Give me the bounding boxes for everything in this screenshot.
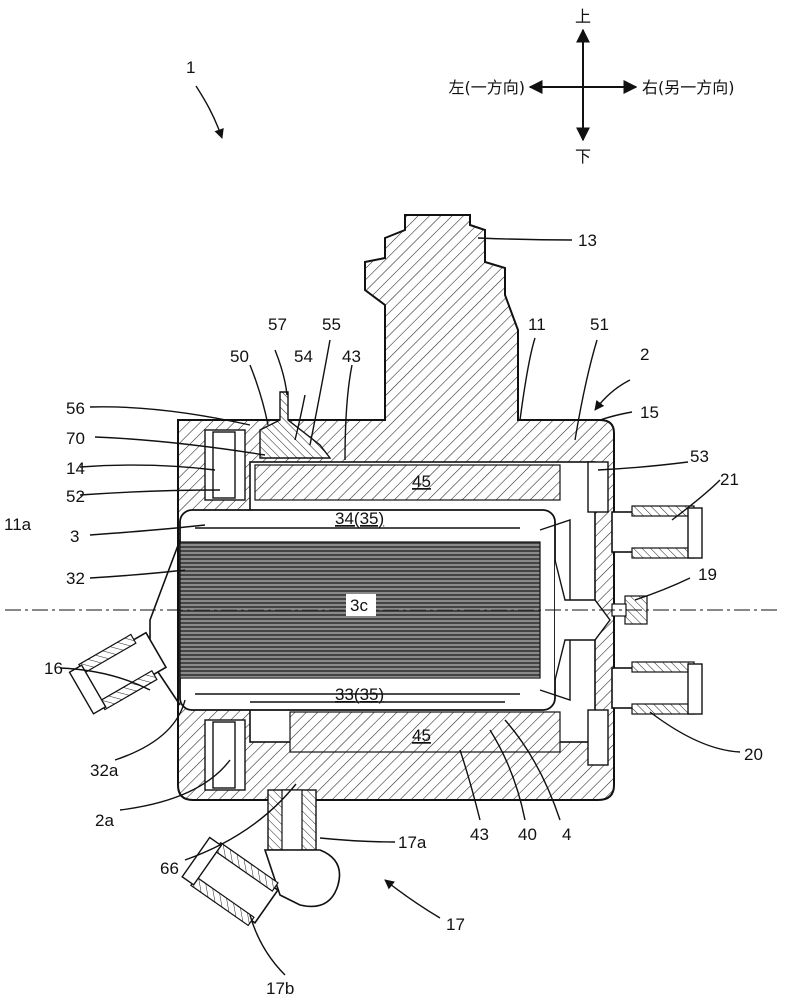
reference-labels: 13 11 51 2 15 53 21 19 20 57 55 50 54 43… <box>4 231 763 998</box>
direction-right-label: 右(另一方向) <box>642 78 735 97</box>
label-14: 14 <box>66 459 85 478</box>
label-40: 40 <box>518 825 537 844</box>
label-34: 34(35) <box>335 509 384 528</box>
label-11a: 11a <box>4 515 32 534</box>
label-2a: 2a <box>95 811 114 830</box>
label-13: 13 <box>578 231 597 250</box>
direction-left-label: 左(一方向) <box>449 78 526 97</box>
label-33: 33(35) <box>335 685 384 704</box>
label-66: 66 <box>160 859 179 878</box>
housing-11 <box>177 214 615 801</box>
label-15: 15 <box>640 403 659 422</box>
label-11: 11 <box>528 315 546 334</box>
label-45-bottom: 45 <box>412 726 431 745</box>
label-45-top: 45 <box>412 472 431 491</box>
direction-indicator: 上 下 左(一方向) 右(另一方向) <box>449 7 735 166</box>
label-21: 21 <box>720 470 739 489</box>
label-17: 17 <box>446 915 465 934</box>
label-43-top: 43 <box>342 347 361 366</box>
label-2: 2 <box>640 345 649 364</box>
label-54: 54 <box>294 347 313 366</box>
label-51: 51 <box>590 315 609 334</box>
label-57: 57 <box>268 315 287 334</box>
label-17b: 17b <box>266 979 294 998</box>
label-56: 56 <box>66 399 85 418</box>
figure-number-arrow <box>195 85 224 139</box>
pipe-20 <box>611 661 703 715</box>
pipe-16 <box>68 631 168 715</box>
label-43-bottom: 43 <box>470 825 489 844</box>
figure-number: 1 <box>186 58 195 77</box>
label-3c-background <box>346 594 376 616</box>
label-17a: 17a <box>398 833 427 852</box>
label-3c: 3c <box>350 596 368 615</box>
label-52: 52 <box>66 487 85 506</box>
label-55: 55 <box>322 315 341 334</box>
label-20: 20 <box>744 745 763 764</box>
direction-down-label: 下 <box>575 147 591 166</box>
label-32a: 32a <box>90 761 119 780</box>
direction-up-label: 上 <box>575 7 591 26</box>
pipe-21 <box>611 505 703 559</box>
label-50: 50 <box>230 347 249 366</box>
drain-17 <box>181 789 341 927</box>
label-70: 70 <box>66 429 85 448</box>
label-32: 32 <box>66 569 85 588</box>
label-4: 4 <box>562 825 571 844</box>
leader-lines <box>59 237 741 976</box>
label-16: 16 <box>44 659 63 678</box>
label-53: 53 <box>690 447 709 466</box>
label-3: 3 <box>70 527 79 546</box>
label-19: 19 <box>698 565 717 584</box>
connector-50 <box>259 391 332 459</box>
